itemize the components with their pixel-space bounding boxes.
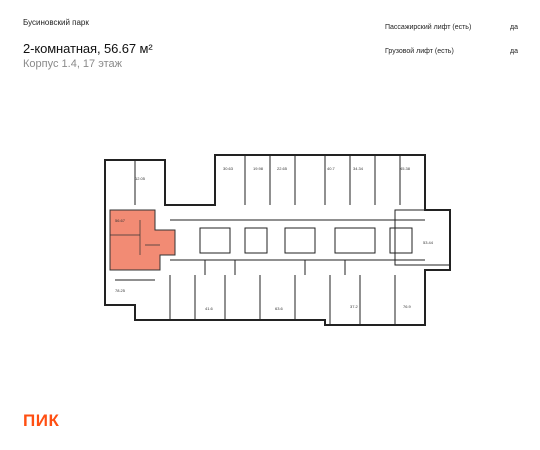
room-label: 30.63 (223, 166, 234, 171)
floor-plan: 12.05 56.67 30.63 19.98 22.65 40.7 34.34… (104, 154, 451, 326)
room-label: 53.44 (423, 240, 434, 245)
room-label: 78.25 (115, 288, 126, 293)
room-label: 63.6 (275, 306, 284, 311)
room-label: 19.98 (253, 166, 264, 171)
building-floor: Корпус 1.4, 17 этаж (23, 58, 122, 70)
feature-passenger-lift: Пассажирский лифт (есть) да (385, 24, 518, 31)
room-label: 12.05 (135, 176, 146, 181)
room-label: 76.9 (403, 304, 412, 309)
apartment-header: Бусиновский парк 2-комнатная, 56.67 м² К… (23, 18, 153, 70)
feature-label: Пассажирский лифт (есть) (385, 24, 472, 31)
room-label: 40.7 (327, 166, 336, 171)
apartment-title: 2-комнатная, 56.67 м² (23, 41, 153, 56)
room-label: 56.67 (115, 218, 126, 223)
feature-value: да (510, 24, 518, 31)
room-label: 22.65 (277, 166, 288, 171)
room-label: 37.2 (350, 304, 359, 309)
room-label: 45.38 (400, 166, 411, 171)
pik-logo: ПИК (23, 411, 60, 430)
room-label: 34.34 (353, 166, 364, 171)
feature-freight-lift: Грузовой лифт (есть) да (385, 48, 518, 55)
feature-label: Грузовой лифт (есть) (385, 48, 454, 55)
feature-value: да (510, 48, 518, 55)
room-label: 41.6 (205, 306, 214, 311)
selected-apartment[interactable] (109, 209, 176, 271)
project-name: Бусиновский парк (23, 18, 89, 27)
features-list: Пассажирский лифт (есть) да Грузовой лиф… (385, 24, 518, 72)
